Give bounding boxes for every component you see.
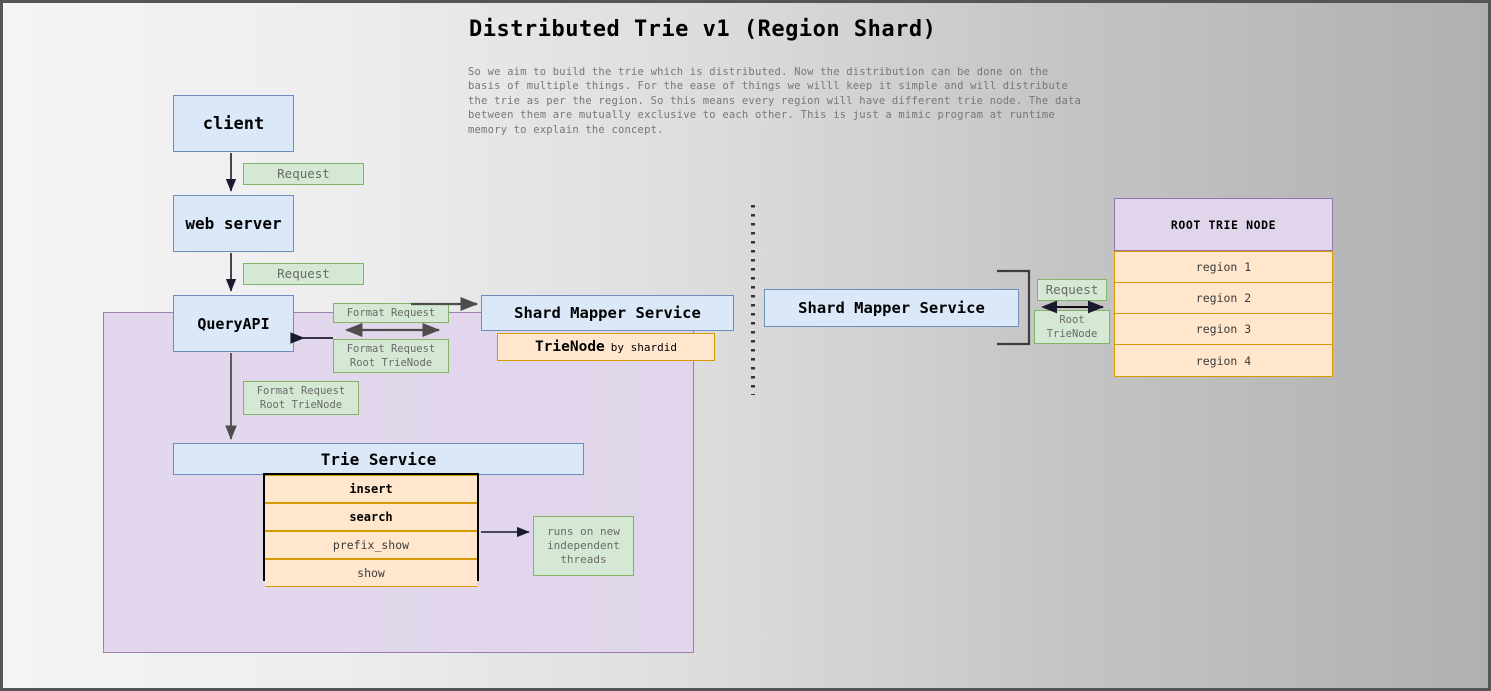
node-trie-service[interactable]: Trie Service [173,443,584,475]
root-trie-node-panel: ROOT TRIE NODE region 1 region 2 region … [1114,198,1333,377]
trie-operations-list: insert search prefix_show show [263,473,479,587]
node-query-api[interactable]: QueryAPI [173,295,294,352]
edge-label-mapper-line1: Format Request [346,343,436,355]
trie-operation-row[interactable]: search [265,503,477,531]
root-trienode-line2: TrieNode [1046,328,1098,340]
edge-label-trie-line1: Format Request [256,385,346,397]
region-row[interactable]: region 4 [1114,345,1333,377]
trie-operation-row[interactable]: insert [265,475,477,503]
vertical-dotted-divider [751,205,755,395]
note-independent-threads: runs on new independent threads [533,516,634,576]
edge-label-request-right: Request [1037,279,1107,301]
edge-label-client-to-web: Request [243,163,364,185]
trie-operation-row[interactable]: show [265,559,477,587]
trienode-weak-label: by shardid [610,340,678,354]
edge-label-mapper-line2: Root TrieNode [349,357,433,369]
node-shard-mapper-service-right[interactable]: Shard Mapper Service [764,289,1019,327]
threads-note-line3: threads [560,553,607,566]
threads-note-line2: independent [547,539,620,552]
edge-label-trie-line2: Root TrieNode [259,399,343,411]
region-row[interactable]: region 2 [1114,283,1333,314]
page-title: Distributed Trie v1 (Region Shard) [469,17,937,42]
diagram-canvas: Distributed Trie v1 (Region Shard) So we… [3,3,1488,688]
edge-label-queryapi-to-trie: Format Request Root TrieNode [243,381,359,415]
root-trienode-line1: Root [1059,314,1085,326]
edge-label-root-trienode-right: Root TrieNode [1034,310,1110,344]
node-shard-mapper-service-left[interactable]: Shard Mapper Service [481,295,734,331]
node-web-server[interactable]: web server [173,195,294,252]
edge-label-queryapi-to-mapper: Format Request [333,303,449,323]
trie-operation-row[interactable]: prefix_show [265,531,477,559]
region-row[interactable]: region 1 [1114,251,1333,283]
shard-mapper-trienode-row[interactable]: TrieNode by shardid [497,333,715,361]
trienode-strong-label: TrieNode [534,339,605,355]
edge-label-web-to-queryapi: Request [243,263,364,285]
root-trie-node-header: ROOT TRIE NODE [1114,198,1333,251]
edge-label-mapper-to-queryapi: Format Request Root TrieNode [333,339,449,373]
root-trie-node-regions: region 1 region 2 region 3 region 4 [1114,251,1333,377]
region-row[interactable]: region 3 [1114,314,1333,345]
page-description: So we aim to build the trie which is dis… [468,66,1082,136]
node-client[interactable]: client [173,95,294,152]
threads-note-line1: runs on new [547,525,620,538]
